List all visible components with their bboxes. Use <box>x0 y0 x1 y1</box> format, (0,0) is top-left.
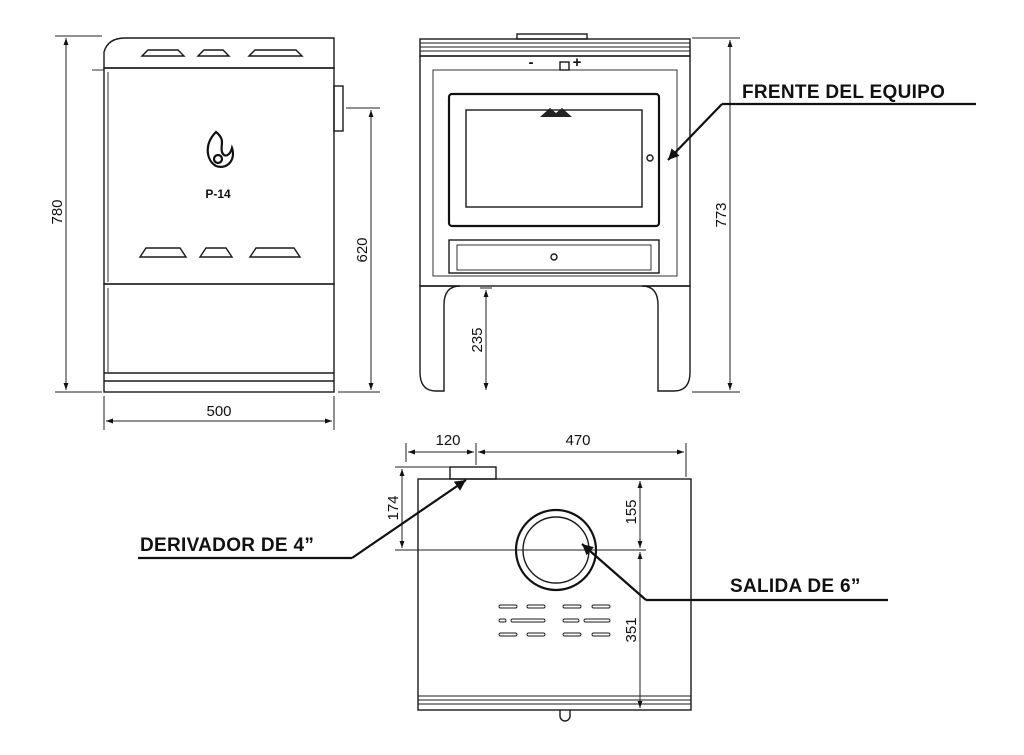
dim-leg-height: 235 <box>469 287 492 390</box>
side-top-vents <box>140 49 304 57</box>
dim-outlet-front-label: 155 <box>623 499 640 524</box>
front-view: - + <box>419 33 691 392</box>
dim-door-height-label: 620 <box>354 237 371 262</box>
model-label: P-14 <box>205 187 231 201</box>
front-top-outlet <box>516 33 588 40</box>
callout-derivador: DERIVADOR DE 4” <box>138 479 467 560</box>
ash-drawer-knob <box>550 253 558 261</box>
dim-width: 500 <box>103 396 335 430</box>
front-leg-right <box>641 285 691 392</box>
ash-drawer <box>456 244 652 271</box>
dim-outlet-offset: 120 <box>405 432 477 465</box>
dim-outlet-back: 351 <box>623 552 643 708</box>
dim-front-height-label: 773 <box>713 202 730 227</box>
top-vents <box>498 604 611 637</box>
control-minus: - <box>529 54 534 71</box>
front-body <box>419 55 691 287</box>
side-body <box>103 67 335 285</box>
front-inner-frame <box>432 69 678 277</box>
dim-door-height: 620 <box>338 107 380 393</box>
dim-depth: 470 <box>478 432 687 477</box>
top-view <box>417 466 692 722</box>
callout-salida-label: SALIDA DE 6” <box>730 576 861 597</box>
callout-derivador-label: DERIVADOR DE 4” <box>140 535 314 556</box>
top-front-knob <box>559 710 571 722</box>
ash-drawer-frame <box>448 239 660 274</box>
dim-derivador-offset-label: 174 <box>385 495 402 520</box>
brand-logo-icon <box>540 108 572 117</box>
side-handle <box>333 85 344 132</box>
dim-total-height: 780 <box>49 35 102 393</box>
fire-door <box>447 92 661 228</box>
front-top-plate <box>419 38 691 57</box>
dim-outlet-offset-label: 120 <box>435 432 460 449</box>
dim-derivador-offset: 174 <box>385 466 450 551</box>
dim-leg-height-label: 235 <box>469 327 486 352</box>
air-control-knob <box>559 61 570 71</box>
dim-outlet-back-label: 351 <box>623 617 640 642</box>
callout-front: FRENTE DEL EQUIPO <box>667 82 976 161</box>
control-plus: + <box>573 54 582 71</box>
front-leg-left <box>419 285 461 392</box>
dim-front-height: 773 <box>692 37 740 393</box>
dim-total-height-label: 780 <box>49 199 66 224</box>
callout-front-label: FRENTE DEL EQUIPO <box>742 82 945 103</box>
dim-depth-label: 470 <box>565 432 590 449</box>
dim-outlet-front: 155 <box>420 481 646 551</box>
side-lower-vents <box>138 247 302 258</box>
derivador-outlet <box>449 466 497 480</box>
top-plate <box>417 478 692 711</box>
side-top-cover <box>103 37 335 69</box>
side-view: P-14 <box>92 37 344 393</box>
flame-logo-icon <box>206 130 235 168</box>
dim-width-label: 500 <box>206 403 231 420</box>
side-base <box>103 283 335 393</box>
callout-salida: SALIDA DE 6” <box>581 543 888 602</box>
fire-door-glass <box>465 109 643 208</box>
door-handle <box>646 154 654 162</box>
